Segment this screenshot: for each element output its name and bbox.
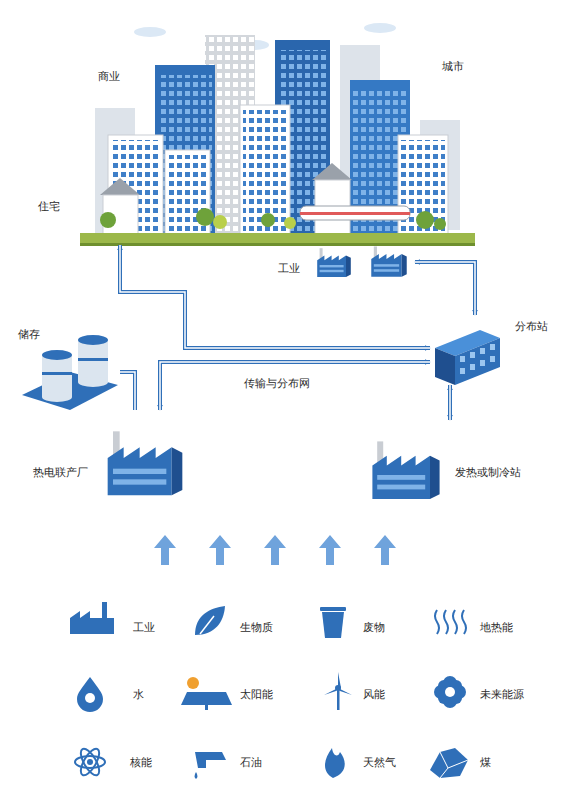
node-label: 工业 [278,262,300,275]
node-label: 发热或制冷站 [455,466,521,479]
city: 商业 城市住宅 [30,40,470,245]
chp-plant [108,431,183,495]
pipe-connector [120,245,430,348]
source-label: 石油 [240,755,262,770]
source-label: 生物质 [240,620,273,635]
source-label: 风能 [363,687,385,702]
edge-label: 传输与分布网 [242,376,312,391]
storage-tanks [22,335,118,410]
source-label: 水 [133,687,144,702]
source-label: 煤 [480,755,491,770]
source-label: 未来能源 [480,687,524,702]
pipe-connector [415,262,475,315]
source-label: 天然气 [363,755,396,770]
source-icons [70,602,468,779]
source-label: 废物 [363,620,385,635]
heating-station: 发热或制冷站 [370,420,550,510]
industry: 工业 [275,248,415,290]
pipe-connector [160,362,430,410]
source-label: 工业 [133,620,155,635]
storage: 储存 [15,320,120,405]
pipe-connector [120,372,135,410]
chp-plant: 热电联产厂 [30,410,180,510]
node-label: 住宅 [38,200,60,213]
factory [317,248,351,277]
node-label: 商业 [98,70,120,83]
distribution-station: 分布站 [430,315,550,385]
node-label: 热电联产厂 [33,466,88,479]
factory [371,246,406,276]
heating-station [372,441,439,499]
node-label: 储存 [18,328,40,341]
distribution-building [435,330,500,385]
source-label: 地热能 [480,620,513,635]
pipe-connector [450,385,451,420]
source-label: 太阳能 [240,687,273,702]
node-label: 分布站 [515,320,548,333]
source-label: 核能 [130,755,152,770]
city-buildings [80,35,475,246]
up-arrows [154,535,396,565]
node-label: 城市 [442,60,464,73]
